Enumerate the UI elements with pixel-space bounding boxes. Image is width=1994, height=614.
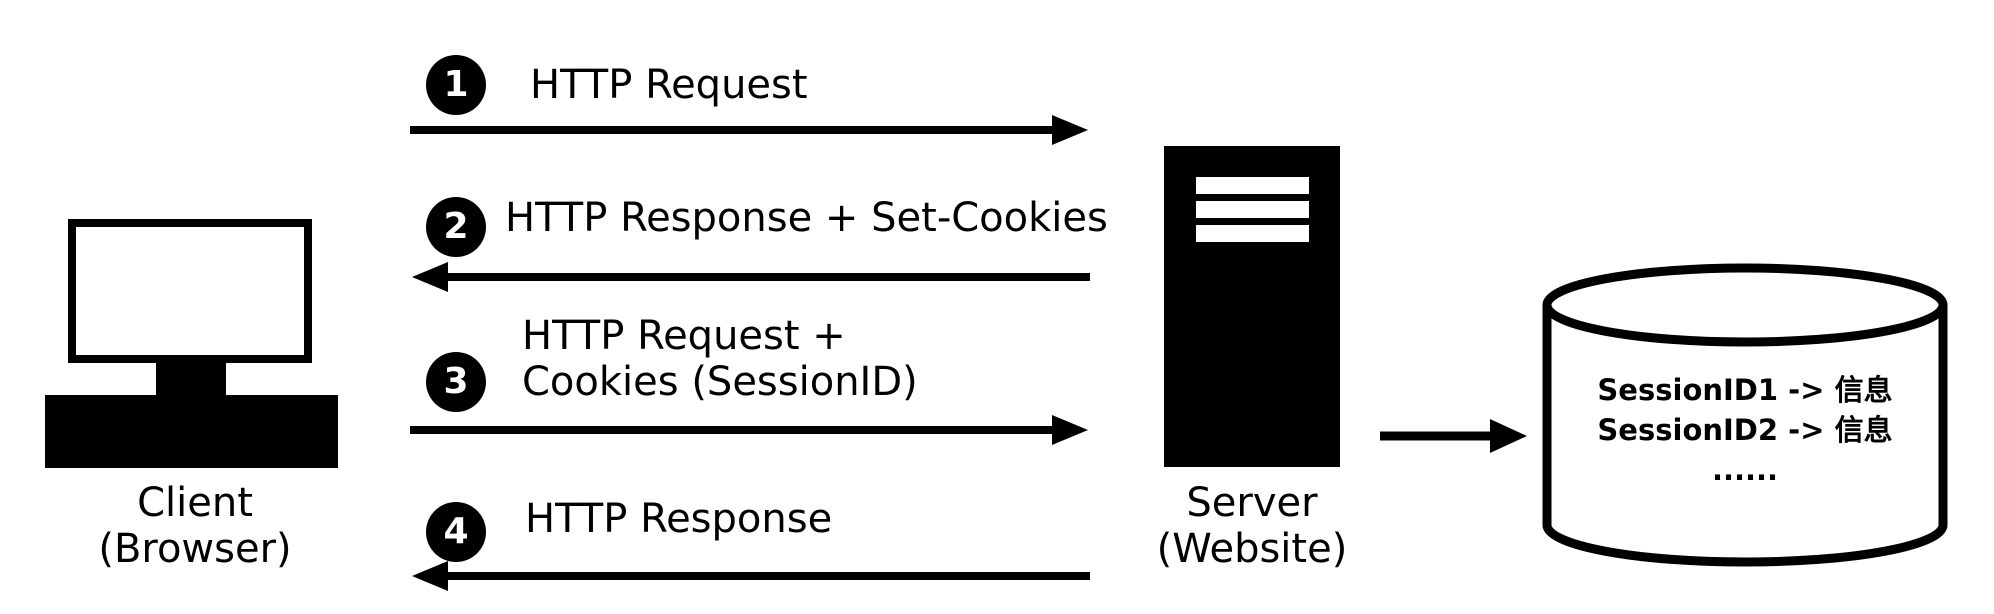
step-1-badge: 1 [426, 55, 486, 115]
step-2-badge: 2 [426, 197, 486, 257]
computer-icon [45, 219, 338, 468]
step-4-badge: 4 [426, 502, 486, 562]
step-3-badge: 3 [426, 352, 486, 412]
step-4-label: HTTP Response [525, 496, 833, 542]
client-label: Client (Browser) [80, 480, 310, 572]
database-cylinder-icon [1542, 263, 1948, 567]
server-tower-icon [1164, 146, 1340, 467]
database-contents: SessionID1 -> 信息 SessionID2 -> 信息 ...... [1560, 370, 1930, 490]
arrow-server-to-database [1380, 419, 1527, 453]
arrow-step-2 [412, 262, 1090, 292]
arrow-step-4 [412, 561, 1090, 591]
server-label-line1: Server [1186, 480, 1318, 526]
database-row: SessionID2 -> 信息 [1597, 413, 1893, 447]
server-label: Server (Website) [1137, 480, 1367, 572]
client-label-line2: (Browser) [98, 526, 292, 572]
server-label-line2: (Website) [1156, 526, 1348, 572]
step-3-label-line2: Cookies (SessionID) [522, 359, 918, 405]
database-row: SessionID1 -> 信息 [1597, 373, 1893, 407]
step-1-label: HTTP Request [530, 62, 808, 108]
step-2-label: HTTP Response + Set-Cookies [505, 195, 1108, 241]
client-label-line1: Client [137, 480, 253, 526]
step-3-label: HTTP Request + Cookies (SessionID) [522, 313, 918, 405]
database-row: ...... [1711, 453, 1779, 487]
arrow-step-3 [410, 415, 1088, 445]
arrow-step-1 [410, 115, 1088, 145]
step-3-label-line1: HTTP Request + [522, 313, 846, 359]
